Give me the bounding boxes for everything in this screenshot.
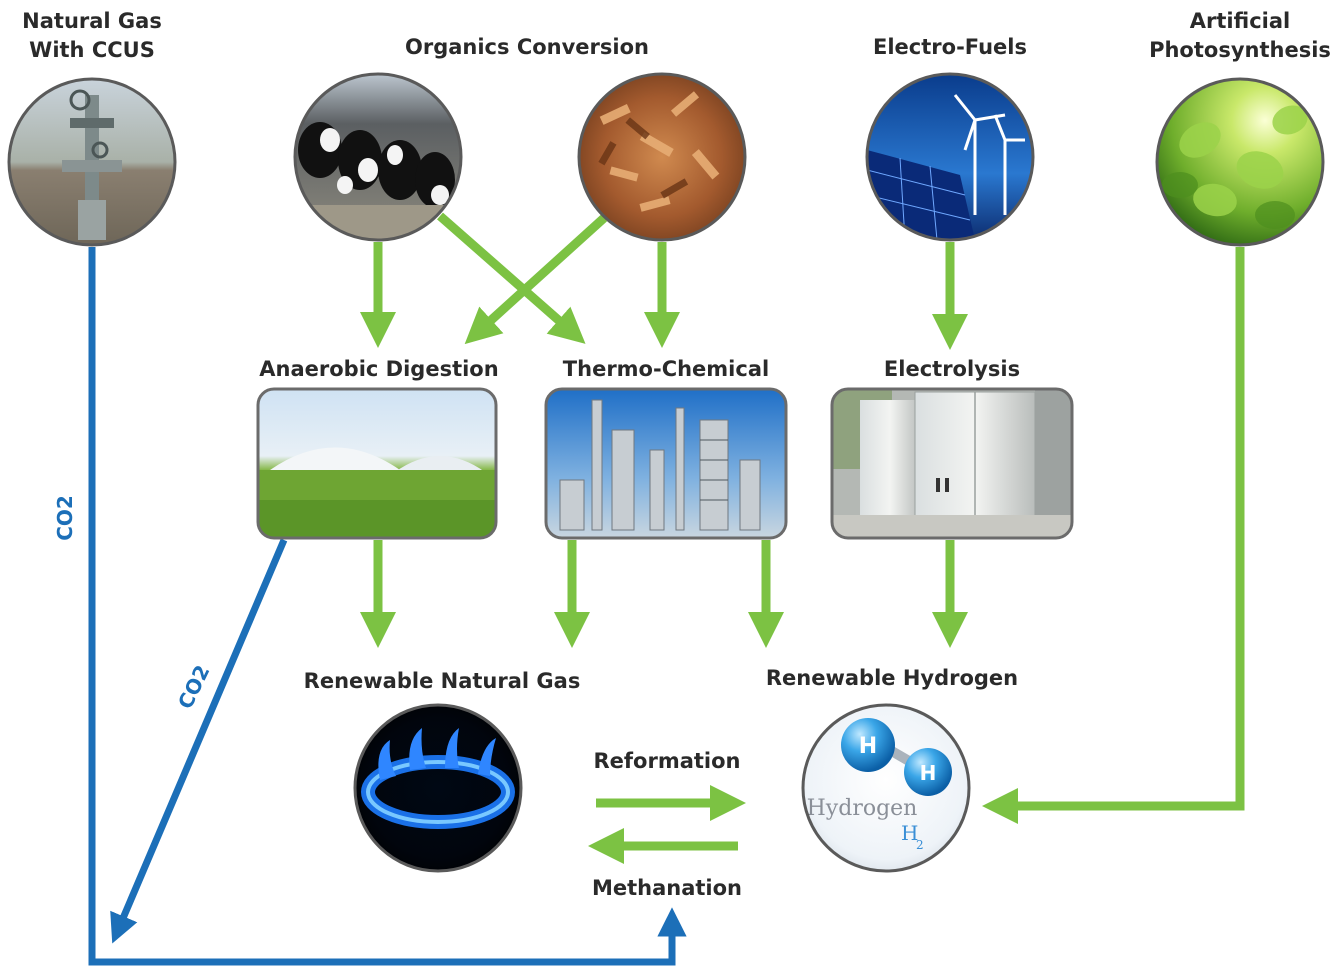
wood-chips-photo	[577, 72, 747, 242]
arrow-co2-anaerobic	[110, 538, 288, 944]
renewable-hydrogen-label: Renewable Hydrogen	[766, 666, 1018, 690]
arrow-wood-to-anaerobic	[464, 214, 608, 345]
anaerobic-digestion-label: Anaerobic Digestion	[259, 357, 498, 381]
green-flow-arrows	[360, 212, 1245, 864]
thermo-chemical-label: Thermo-Chemical	[563, 357, 769, 381]
hydrogen-atom-icon	[841, 718, 895, 772]
co2-vertical-label: CO2	[53, 495, 77, 541]
arrow-cows-to-thermo	[437, 212, 586, 344]
hydrogen-word: Hydrogen	[807, 796, 918, 821]
natural-gas-label-line1: Natural Gas	[22, 9, 162, 33]
natural-gas-wellhead-photo	[7, 77, 177, 247]
methanation-label: Methanation	[592, 876, 742, 900]
hydrogen-formula: H	[901, 821, 918, 845]
artificial-photosynthesis-label-line1: Artificial	[1190, 9, 1290, 33]
co2-flow-arrows	[88, 247, 687, 966]
leaves-sunlight-photo	[1155, 77, 1325, 247]
artificial-photosynthesis-label-line2: Photosynthesis	[1149, 38, 1331, 62]
biogas-domes-photo	[256, 387, 498, 540]
electro-fuels-label: Electro-Fuels	[873, 35, 1027, 59]
gas-flame-photo	[353, 703, 523, 873]
cattle-feedlot-photo	[293, 72, 463, 242]
refinery-photo	[544, 387, 788, 540]
renewable-natural-gas-label: Renewable Natural Gas	[304, 669, 581, 693]
hydrogen-molecule-badge: H H Hydrogen H 2	[801, 703, 971, 873]
electrolysis-label: Electrolysis	[884, 357, 1020, 381]
hydrogen-atom-icon	[904, 748, 952, 796]
natural-gas-label-line2: With CCUS	[29, 38, 155, 62]
arrow-co2-to-methanation	[88, 247, 687, 966]
reformation-label: Reformation	[594, 749, 741, 773]
solar-wind-photo	[865, 72, 1035, 242]
co2-diagonal-label: CO2	[173, 661, 215, 713]
atom-label: H	[859, 734, 877, 759]
atom-label: H	[920, 761, 937, 785]
organics-conversion-label: Organics Conversion	[405, 35, 649, 59]
hydrogen-formula-subscript: 2	[916, 838, 924, 852]
arrow-photosynthesis-to-hydrogen	[982, 247, 1245, 824]
electrolyzer-cabinet-photo	[830, 387, 1074, 540]
